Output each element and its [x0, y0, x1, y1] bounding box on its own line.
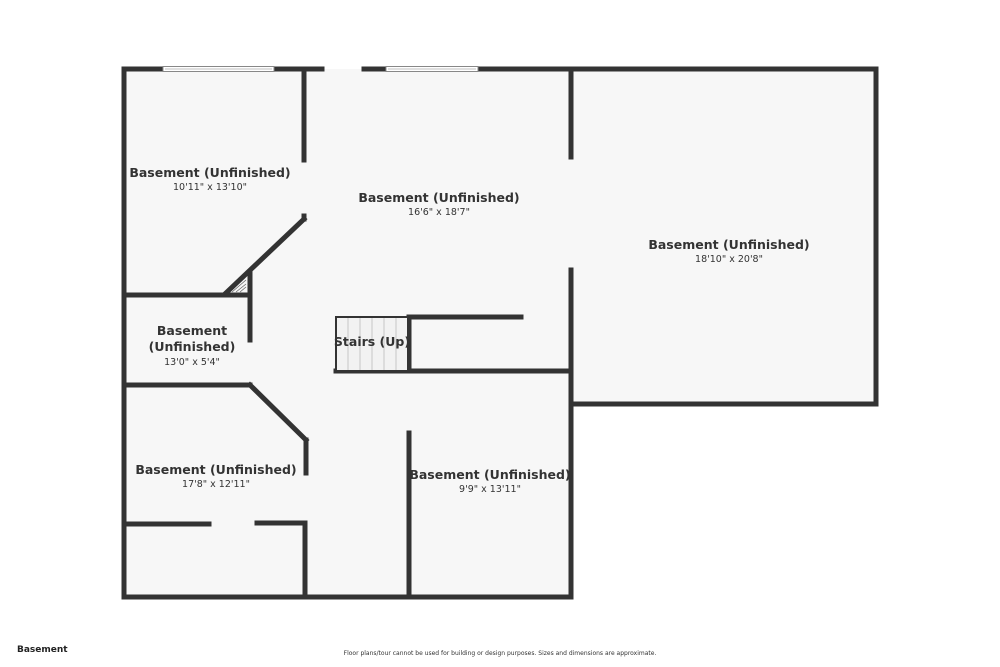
room-name: Basement (Unfinished): [135, 462, 296, 477]
room-dimensions: 18'10" x 20'8": [695, 254, 763, 265]
room-name: Basement (Unfinished): [129, 165, 290, 180]
room-name-line-1: Basement: [157, 323, 227, 338]
room-name: Basement (Unfinished): [409, 467, 570, 482]
stairs: [335, 316, 409, 372]
room-dimensions: 16'6" x 18'7": [408, 207, 470, 218]
room-dimensions: 10'11" x 13'10": [173, 182, 247, 193]
stairs-label: Stairs (Up): [334, 334, 410, 349]
room-name: Basement (Unfinished): [358, 190, 519, 205]
floor-area: [124, 69, 876, 597]
room-name-line-2: (Unfinished): [149, 339, 236, 354]
stair-wedge: [231, 279, 247, 293]
disclaimer: Floor plans/tour cannot be used for buil…: [343, 650, 657, 657]
exterior-walls: [121, 66, 879, 600]
floor-label: Basement: [17, 645, 68, 655]
room-name: Basement (Unfinished): [648, 237, 809, 252]
room-dimensions: 9'9" x 13'11": [459, 484, 521, 495]
room-dimensions: 13'0" x 5'4": [164, 357, 220, 368]
room-dimensions: 17'8" x 12'11": [182, 479, 250, 490]
